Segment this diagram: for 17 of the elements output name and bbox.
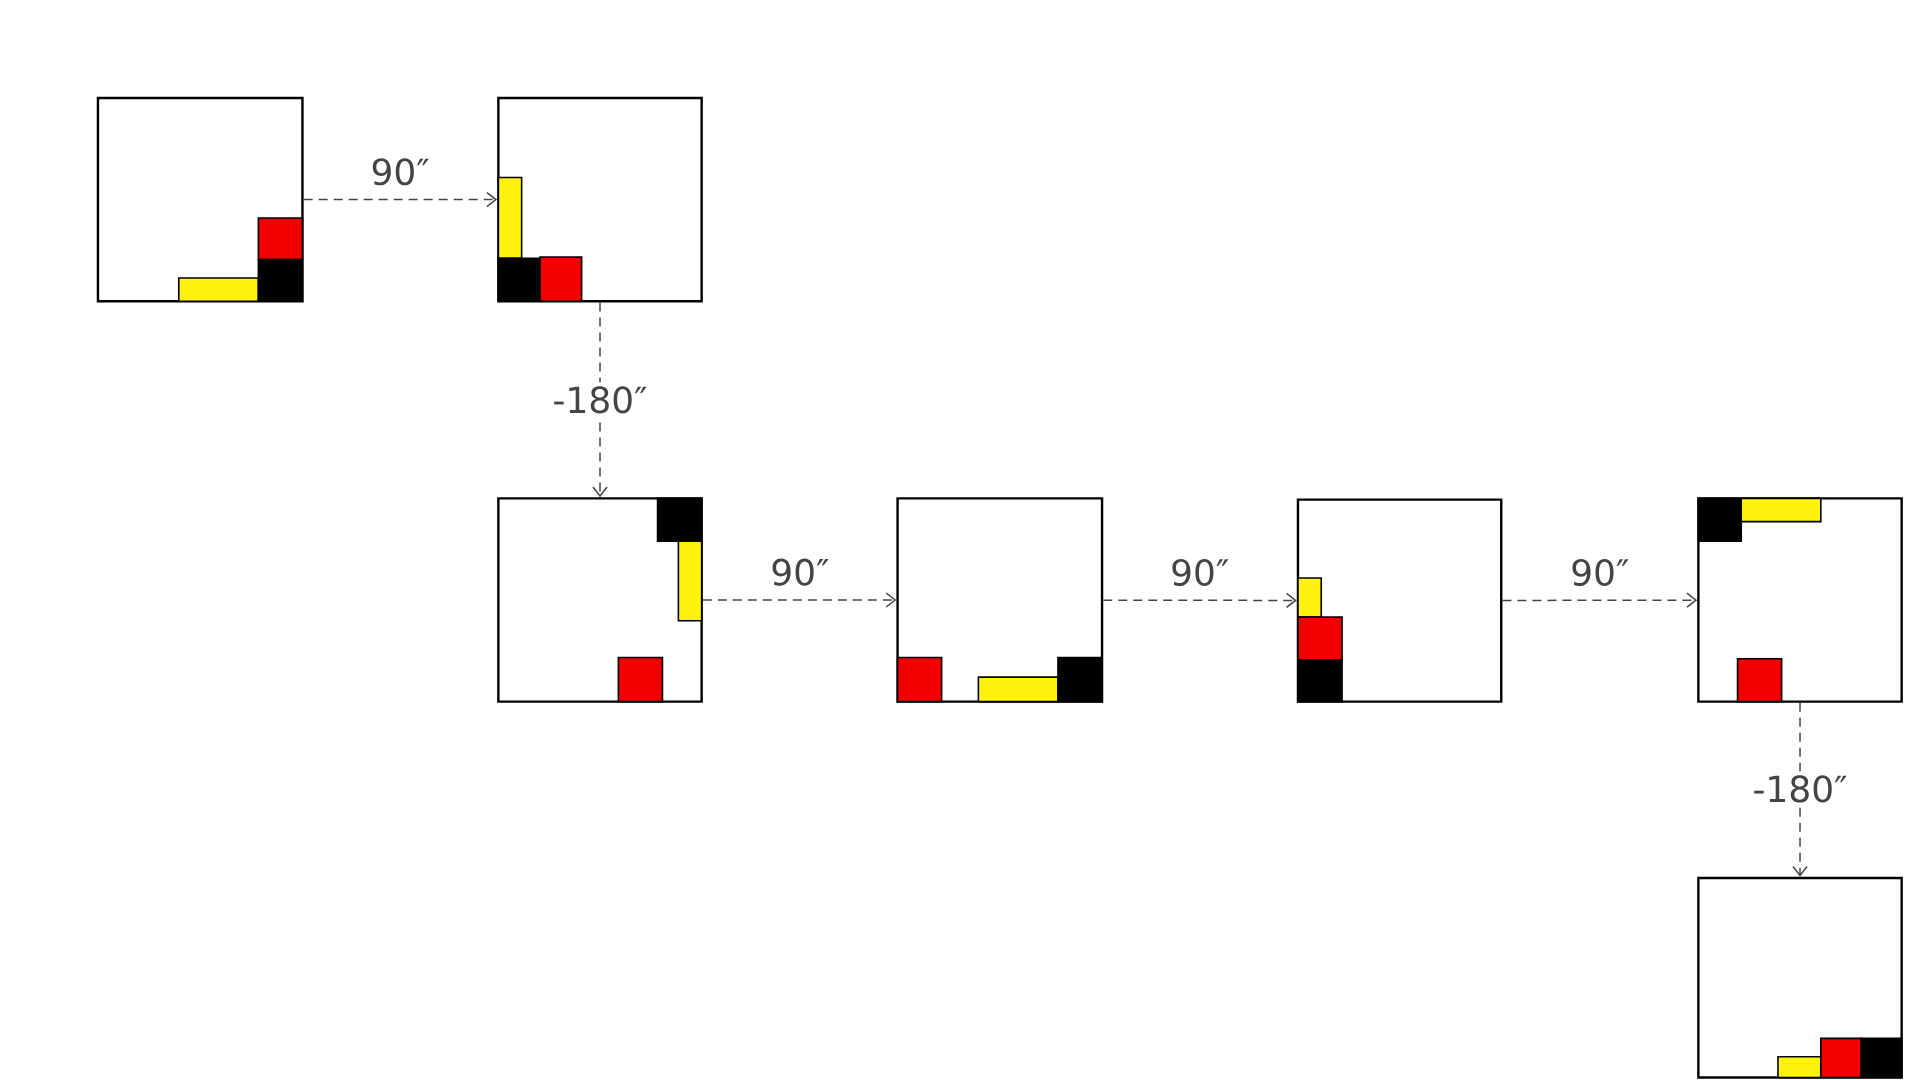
edge-label: -180″ [554, 386, 647, 414]
square-frame [497, 497, 703, 703]
arrow [1102, 592, 1297, 609]
square-frame [497, 96, 703, 303]
edge-label: 90″ [772, 558, 829, 586]
arrow [1792, 702, 1808, 877]
edge-label: 90″ [372, 158, 429, 186]
edge-label: 90″ [1572, 558, 1629, 587]
square-frame [1697, 497, 1903, 703]
square-frame [896, 497, 1104, 703]
square-frame [1697, 876, 1903, 1079]
arrow [1501, 592, 1698, 608]
edge-label: -180″ [1754, 775, 1847, 803]
arrow [592, 301, 608, 498]
arrow [702, 592, 897, 608]
edge-label: 90″ [1172, 558, 1229, 587]
arrow [302, 191, 498, 208]
